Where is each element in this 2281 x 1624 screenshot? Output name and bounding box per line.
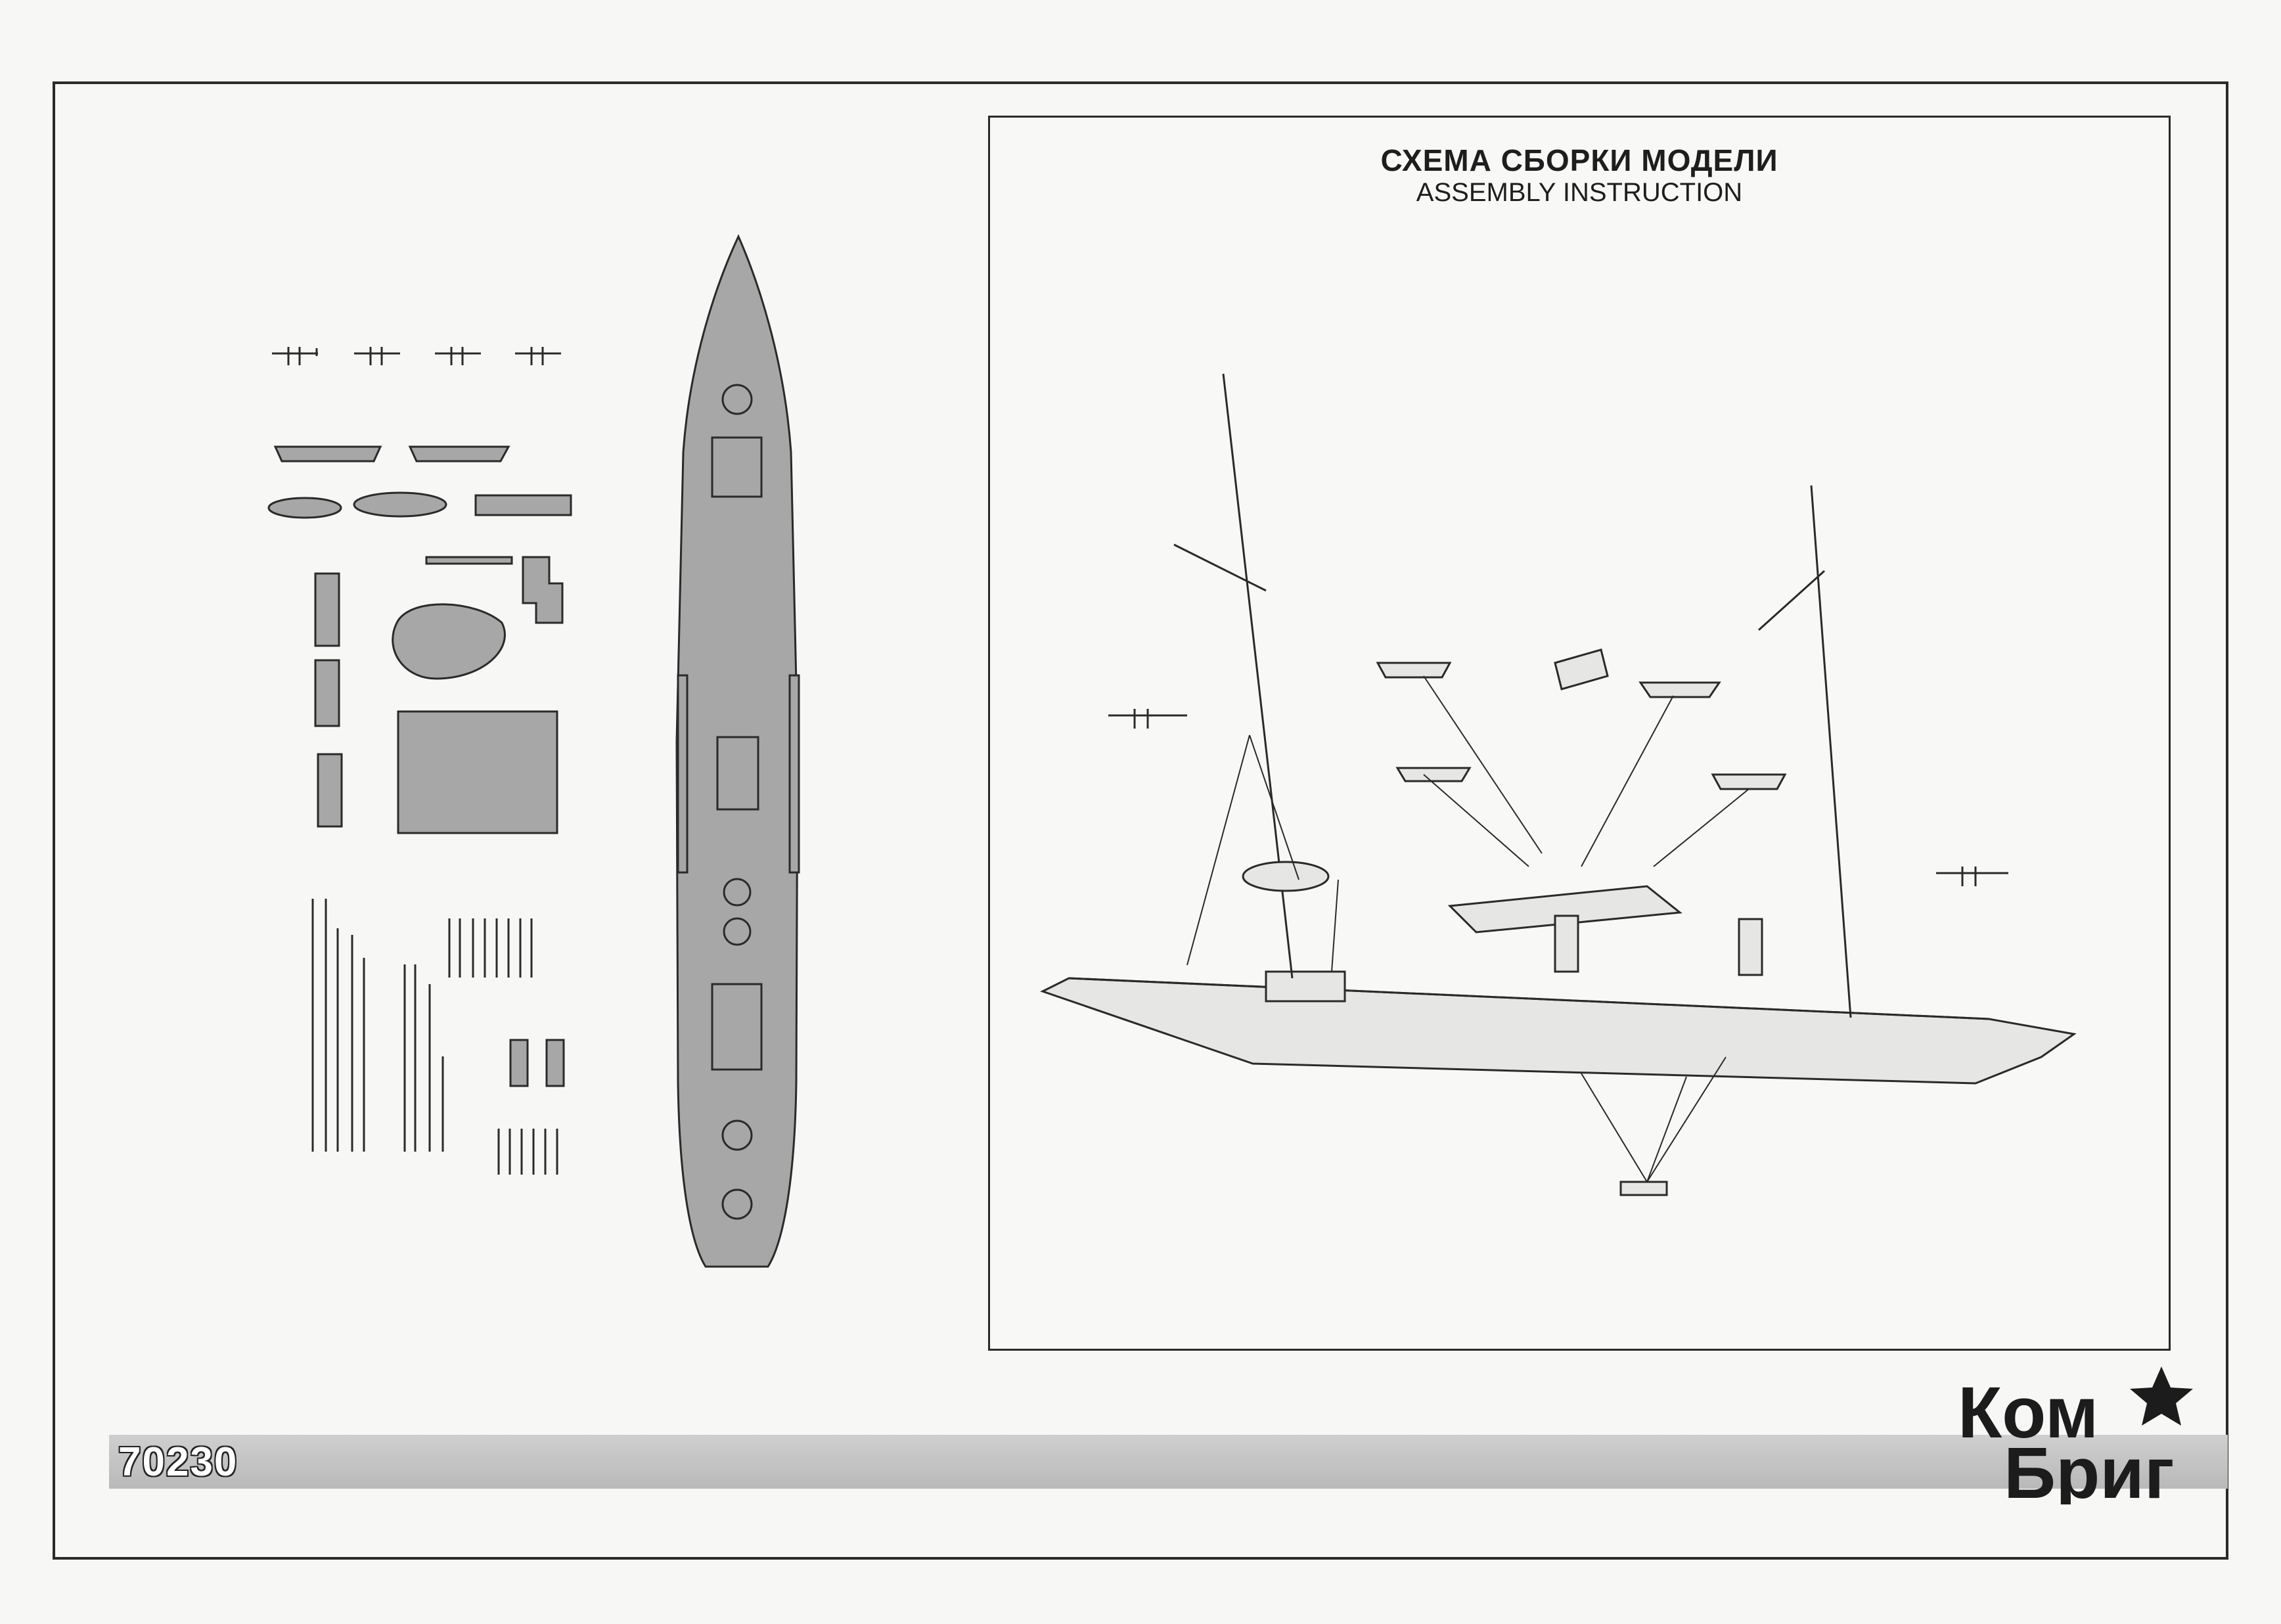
funnel-2 <box>1738 918 1763 976</box>
lifeboat-2 <box>1638 681 1721 698</box>
instruction-sheet: СХЕМА СБОРКИ МОДЕЛИ ASSEMBLY INSTRUCTION <box>53 81 2228 1560</box>
kit-number: 70230 <box>118 1439 238 1485</box>
lifeboat-3 <box>1395 767 1472 782</box>
gun-parts <box>497 1039 565 1175</box>
deck-gun-1 <box>1108 709 1187 729</box>
rigging-rods <box>311 899 444 1152</box>
assembly-frame: СХЕМА СБОРКИ МОДЕЛИ ASSEMBLY INSTRUCTION <box>988 116 2171 1351</box>
lifeboat-part-1 <box>273 445 382 462</box>
bridge-platform <box>1447 885 1683 934</box>
lifeboat-part-3 <box>267 497 342 519</box>
hull-deckhouse-aft <box>711 983 763 1071</box>
lifeboat-1 <box>1376 662 1452 679</box>
funnel-part-1 <box>314 572 340 647</box>
hull-bulwark-strip-2 <box>788 674 800 874</box>
logo-text-line-1: Ком <box>1958 1372 2098 1453</box>
hull-deck-line <box>1068 977 1989 1020</box>
footer-band: 70230 <box>109 1435 2228 1489</box>
mainmast <box>1757 485 1852 1018</box>
crane-part <box>1554 648 1609 690</box>
deck-strip-part <box>474 494 572 516</box>
funnel-part-2 <box>314 659 340 727</box>
logo-star-icon <box>2130 1366 2193 1426</box>
deck-gun-2 <box>1936 867 2008 886</box>
lifeboat-4 <box>1711 773 1787 790</box>
hull-deckhouse-mid <box>716 736 759 811</box>
deckhouse-part <box>1265 970 1346 1003</box>
lifeboat-part-2 <box>408 445 510 462</box>
parts-layout <box>267 234 800 1268</box>
anchor-part <box>1619 1181 1668 1196</box>
davit-parts <box>272 347 561 365</box>
mast-parts <box>448 918 533 978</box>
hull-deckhouse-fwd <box>711 436 763 498</box>
bridge-deck-part <box>425 556 513 565</box>
kombrig-logo: Ком Бриг <box>1958 1366 2193 1504</box>
funnel-part-3 <box>317 753 343 828</box>
assembly-diagram <box>1040 373 2077 1196</box>
leader-lines <box>1186 675 1750 1183</box>
funnel-1 <box>1554 914 1579 973</box>
hull-bulwark-strip <box>677 674 689 874</box>
assembly-title-english: ASSEMBLY INSTRUCTION <box>1416 178 1743 207</box>
bridge-part <box>522 556 564 624</box>
logo-text-line-2: Бриг <box>2004 1433 2175 1504</box>
superstructure-part <box>392 603 506 680</box>
ship-hull <box>1040 977 2077 1085</box>
platform-part <box>397 710 558 834</box>
lifeboat-part-4 <box>353 491 447 518</box>
gun-platform <box>1242 861 1330 892</box>
assembly-title-russian: СХЕМА СБОРКИ МОДЕЛИ <box>1380 143 1778 177</box>
